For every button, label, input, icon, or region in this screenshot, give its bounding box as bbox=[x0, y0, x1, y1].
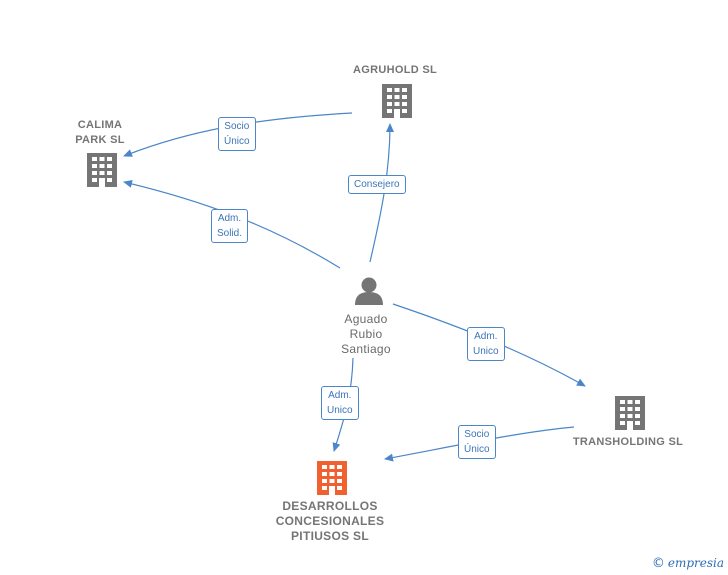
node-transholding-label[interactable]: TRANSHOLDING SL bbox=[572, 436, 684, 448]
desarrollos-building-icon bbox=[317, 461, 347, 495]
copyright-icon: © bbox=[651, 556, 665, 571]
edge-label-person-transholding: Adm. Unico bbox=[467, 327, 505, 361]
node-agruhold-label[interactable]: AGRUHOLD SL bbox=[353, 64, 437, 76]
person-icon bbox=[355, 277, 383, 305]
node-desarrollos-label[interactable]: DESARROLLOS CONCESIONALES PITIUSOS SL bbox=[275, 499, 385, 543]
transholding-building-icon bbox=[615, 396, 645, 430]
agruhold-building-icon bbox=[382, 84, 412, 118]
calima-building-icon bbox=[87, 153, 117, 187]
edge-label-person-agruhold: Consejero bbox=[348, 175, 406, 194]
edge-label-transholding-desarrollos: Socio Único bbox=[458, 425, 496, 459]
edge-label-person-desarrollos: Adm. Unico bbox=[321, 386, 359, 420]
node-calima-label[interactable]: CALIMA PARK SL bbox=[75, 119, 125, 146]
node-person-label[interactable]: Aguado Rubio Santiago bbox=[341, 312, 391, 356]
brand-name: empresia bbox=[667, 556, 724, 570]
edge-label-agruhold-calima: Socio Único bbox=[218, 117, 256, 151]
empresia-logo[interactable]: ©empresia bbox=[652, 556, 724, 571]
edge-label-person-calima: Adm. Solid. bbox=[211, 209, 249, 243]
